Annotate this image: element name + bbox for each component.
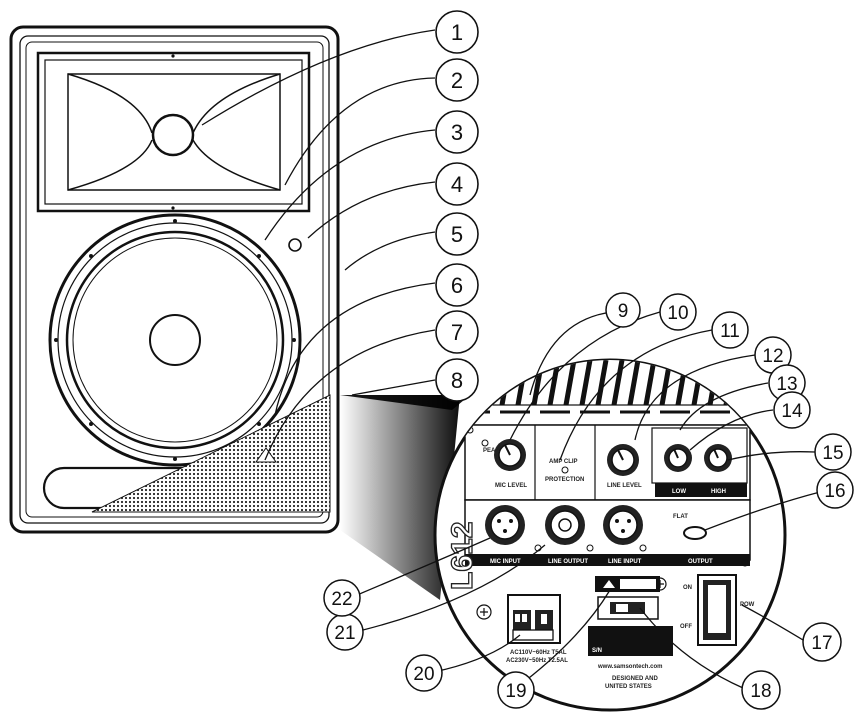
power-switch[interactable]: [697, 574, 737, 646]
voltage-label-1: AC110V~60Hz T5AL: [510, 650, 567, 656]
mic-input-label: MIC INPUT: [490, 559, 521, 565]
serial-label: S/N: [592, 648, 602, 654]
designed-label-2: UNITED STATES: [605, 684, 652, 690]
serial-plate: [588, 626, 673, 656]
svg-text:12: 12: [762, 346, 783, 367]
svg-text:3: 3: [451, 120, 463, 145]
callout-5: 5: [435, 212, 479, 256]
callout-20: 20: [405, 654, 443, 692]
svg-text:20: 20: [413, 664, 434, 685]
rear-panel-detail: PEAK MIC LEVEL AMP CLIP PROTECTION LINE …: [433, 358, 787, 712]
line-output-xlr[interactable]: [545, 505, 585, 545]
callout-3: 3: [435, 110, 479, 154]
callout-19: 19: [497, 671, 535, 709]
callout-6: 6: [435, 263, 479, 307]
grille-cutaway: [91, 394, 331, 513]
callout-15: 15: [814, 433, 852, 471]
horn-tweeter: [36, 51, 311, 213]
line-level-knob[interactable]: [607, 444, 639, 476]
peak-led: [481, 439, 489, 447]
svg-text:2: 2: [451, 68, 463, 93]
svg-text:22: 22: [331, 589, 352, 610]
designed-label-1: DESIGNED AND: [612, 676, 658, 682]
mic-level-label: MIC LEVEL: [495, 483, 527, 489]
eq-low-knob[interactable]: [664, 444, 692, 472]
callout-22: 22: [323, 579, 361, 617]
model-label: L612: [446, 522, 479, 590]
callout-10: 10: [659, 293, 697, 331]
mic-level-knob[interactable]: [494, 439, 526, 471]
callout-2: 2: [435, 58, 479, 102]
power-led-indicator: [288, 238, 302, 252]
callout-21: 21: [326, 613, 364, 651]
eq-high-label: HIGH: [711, 489, 726, 495]
power-inlet[interactable]: [507, 594, 561, 644]
svg-text:13: 13: [776, 374, 797, 395]
line-input-label: LINE INPUT: [608, 559, 642, 565]
heatsink: [439, 360, 781, 426]
callout-12: 12: [754, 336, 792, 374]
callout-17: 17: [802, 622, 842, 662]
svg-text:16: 16: [824, 481, 845, 502]
callout-9: 9: [605, 292, 641, 328]
svg-text:5: 5: [451, 222, 463, 247]
callout-8: 8: [435, 358, 479, 402]
line-output-label: LINE OUTPUT: [548, 559, 588, 565]
svg-text:11: 11: [720, 321, 740, 342]
voltage-label-2: AC230V~50Hz T2.5AL: [506, 658, 568, 664]
callout-7: 7: [435, 310, 479, 354]
svg-text:19: 19: [505, 681, 526, 702]
output-label: OUTPUT: [688, 559, 713, 565]
callout-16: 16: [816, 471, 854, 509]
mic-input-xlr[interactable]: [485, 505, 525, 545]
svg-text:15: 15: [822, 443, 843, 464]
power-label: POW: [740, 602, 755, 608]
line-level-label: LINE LEVEL: [607, 483, 642, 489]
callout-1: 1: [435, 10, 479, 54]
svg-text:9: 9: [618, 301, 629, 322]
callout-18: 18: [741, 670, 781, 710]
magnify-projection: [340, 395, 460, 600]
output-mode-switch[interactable]: [683, 526, 707, 540]
leader-lines: [201, 29, 821, 689]
callout-4: 4: [435, 162, 479, 206]
svg-text:4: 4: [451, 172, 463, 197]
svg-text:21: 21: [334, 623, 355, 644]
protection-label: PROTECTION: [545, 477, 584, 483]
svg-text:17: 17: [811, 633, 832, 654]
peak-label: PEAK: [483, 448, 500, 454]
svg-text:8: 8: [451, 368, 463, 393]
svg-text:18: 18: [750, 681, 771, 702]
svg-text:6: 6: [451, 273, 463, 298]
off-label: OFF: [680, 624, 692, 630]
website-label: www.samsontech.com: [597, 664, 662, 670]
callout-14: 14: [773, 391, 811, 429]
line-input-xlr[interactable]: [603, 505, 643, 545]
svg-text:10: 10: [667, 303, 688, 324]
svg-text:1: 1: [451, 20, 463, 45]
callout-11: 11: [711, 311, 749, 349]
amp-clip-label: AMP CLIP: [549, 459, 578, 465]
on-label: ON: [683, 585, 692, 591]
svg-text:14: 14: [781, 401, 803, 422]
eq-low-label: LOW: [672, 489, 686, 495]
eq-high-knob[interactable]: [704, 444, 732, 472]
svg-text:7: 7: [451, 320, 463, 345]
flat-label: FLAT: [673, 514, 688, 520]
woofer: [48, 213, 302, 467]
amp-clip-led: [561, 466, 569, 474]
